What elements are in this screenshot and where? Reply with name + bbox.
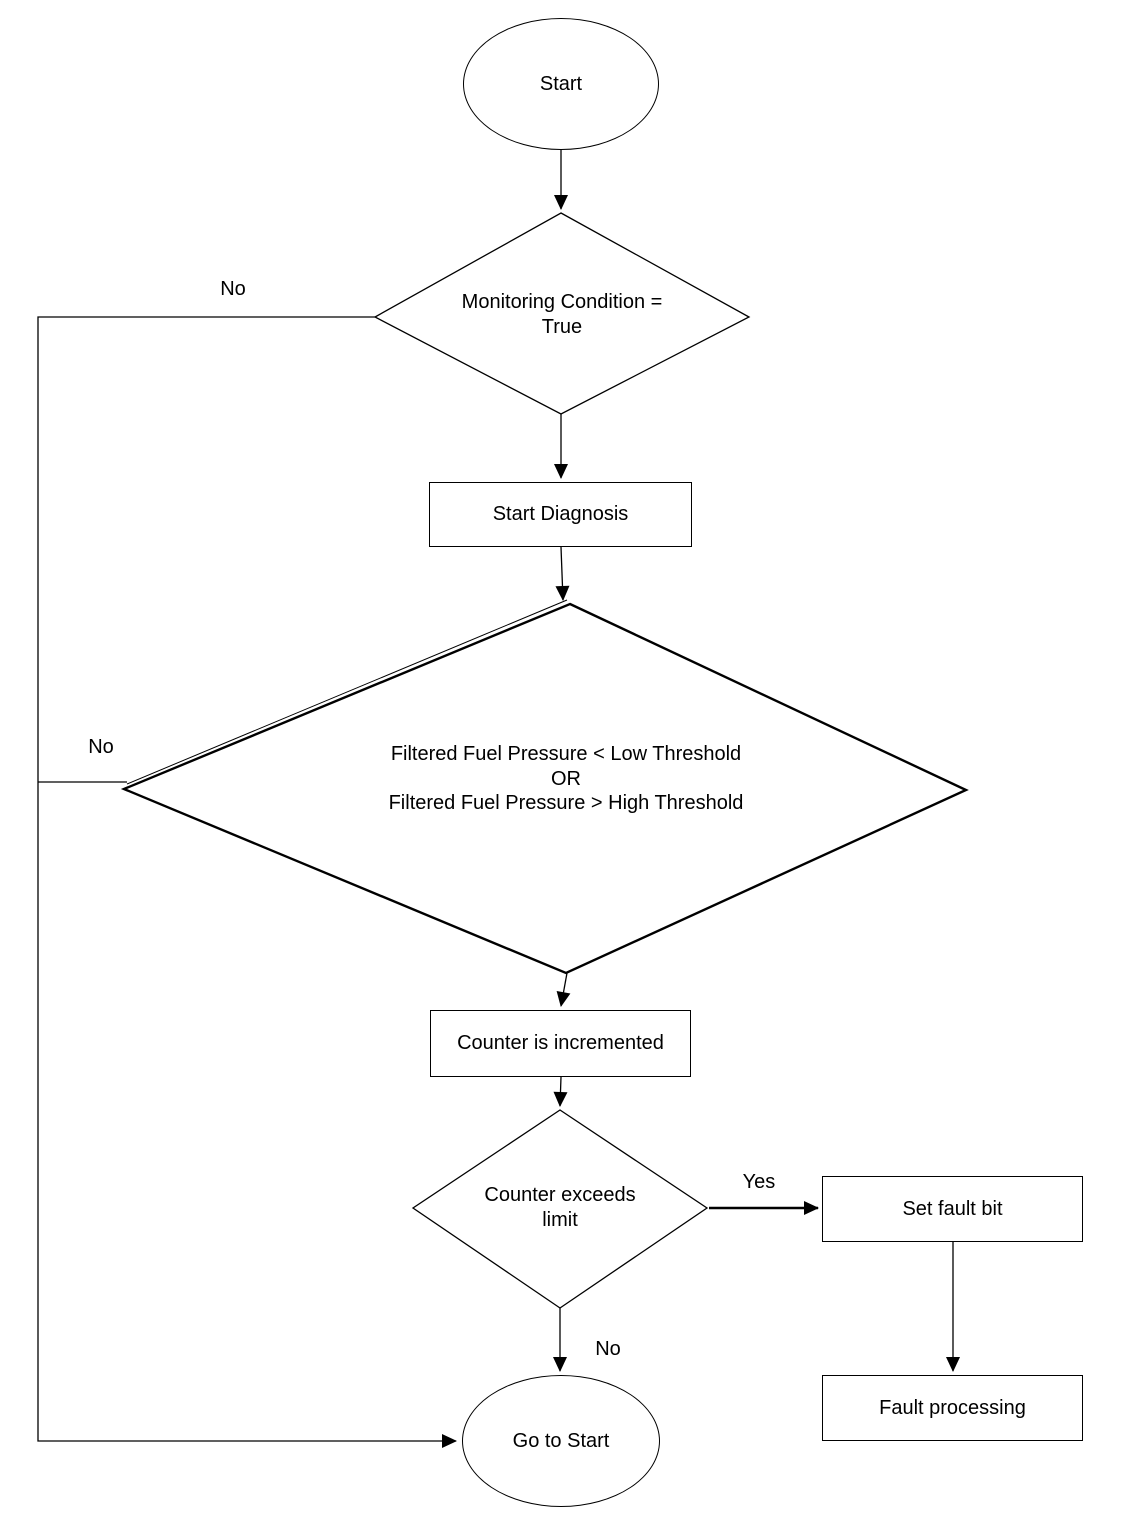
node-counter-incremented: Counter is incremented [430, 1010, 691, 1077]
node-counter-incremented-label: Counter is incremented [457, 1032, 664, 1055]
decision-counter-exceeds-shape [411, 1109, 709, 1309]
node-start: Start [463, 18, 659, 150]
decision-monitoring-condition-shape [373, 212, 751, 415]
edge-label-monitoring-no: No [220, 278, 246, 300]
node-fault-processing: Fault processing [822, 1375, 1083, 1441]
connector-pressure-check-to-counter [556, 972, 571, 1007]
connector-counter-to-limit-check [553, 1076, 568, 1107]
decision-pressure-check-label: Filtered Fuel Pressure < Low Threshold O… [388, 742, 744, 815]
decision-monitoring-condition-label: Monitoring Condition = True [461, 291, 663, 338]
node-start-label: Start [539, 72, 583, 95]
decision-counter-exceeds-label: Counter exceeds limit [484, 1184, 636, 1231]
node-set-fault-bit-label: Set fault bit [902, 1197, 1003, 1220]
node-go-to-start-label: Go to Start [512, 1429, 610, 1452]
decision-pressure-check-shape [120, 602, 969, 975]
node-start-diagnosis-label: Start Diagnosis [492, 503, 629, 526]
edge-label-counter-no: No [595, 1338, 621, 1360]
node-set-fault-bit: Set fault bit [822, 1176, 1083, 1242]
connector-monitoring-no-feedback-loop [37, 316, 457, 1448]
node-start-diagnosis: Start Diagnosis [429, 482, 692, 547]
edge-label-pressure-no: No [88, 736, 114, 758]
edge-label-counter-yes: Yes [742, 1171, 776, 1193]
node-fault-processing-label: Fault processing [879, 1396, 1026, 1419]
decision-pressure-check-double-edge [126, 599, 568, 785]
connector-diagnosis-to-pressure-check [555, 546, 570, 601]
node-go-to-start: Go to Start [462, 1375, 660, 1507]
